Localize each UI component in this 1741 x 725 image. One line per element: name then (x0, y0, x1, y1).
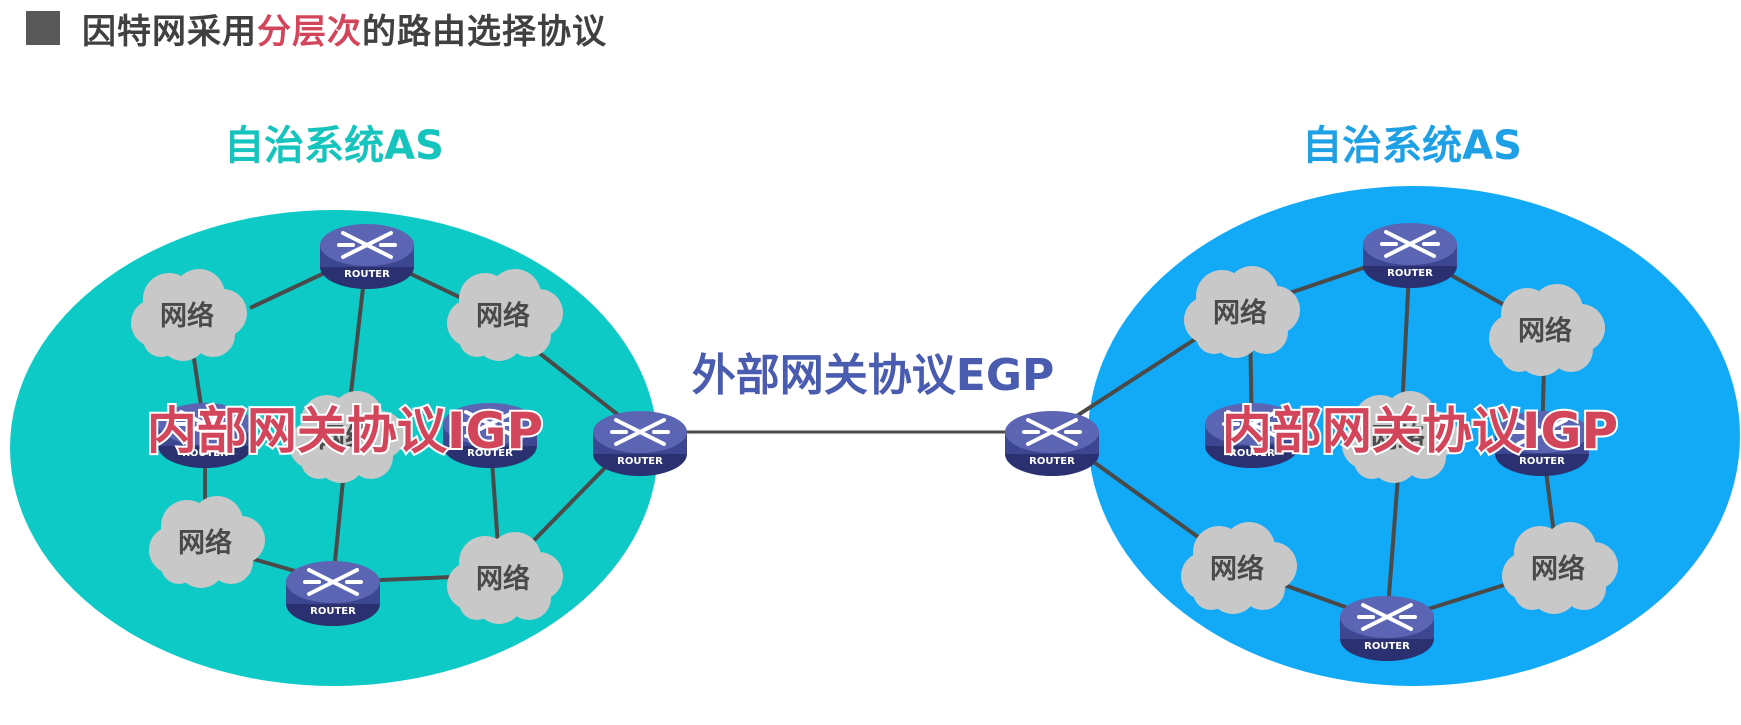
title-part2: 的路由选择协议 (362, 11, 607, 52)
router-icon: ROUTER (593, 411, 687, 476)
router-label: ROUTER (1387, 268, 1433, 279)
router-label: ROUTER (182, 448, 228, 459)
cloud-icon: 网络 (1181, 522, 1297, 614)
network-label: 网络 (318, 422, 372, 454)
network-label: 网络 (1518, 315, 1572, 347)
routers: ROUTER ROUTER ROUTER ROUTER ROUTER ROUTER ROUT… (158, 223, 1589, 661)
cloud-icon: 网络 (447, 269, 563, 361)
network-label: 网络 (1531, 553, 1585, 585)
network-label: 网络 (160, 300, 214, 332)
cloud-icon: 网络 (1489, 284, 1605, 376)
router-icon: ROUTER (286, 561, 380, 626)
network-label: 网络 (1210, 553, 1264, 585)
page-title: 因特网采用分层次的路由选择协议 (82, 4, 607, 53)
router-icon: ROUTER (1205, 403, 1299, 468)
router-icon: ROUTER (443, 403, 537, 468)
cloud-icon: 网络 (1502, 522, 1618, 614)
router-label: ROUTER (1364, 641, 1410, 652)
router-icon: ROUTER (1495, 411, 1589, 476)
network-label: 网络 (1213, 297, 1267, 329)
right-igp-label: 内部网关协议IGP (1222, 402, 1618, 460)
cloud-icon: 网络 (289, 391, 405, 483)
router-icon: ROUTER (1363, 223, 1457, 288)
router-label: ROUTER (617, 456, 663, 467)
left-igp-label: 内部网关协议IGP (147, 402, 543, 460)
router-label: ROUTER (1029, 456, 1075, 467)
network-label: 网络 (1371, 422, 1425, 454)
cloud-icon: 网络 (1342, 391, 1458, 483)
router-label: ROUTER (1519, 456, 1565, 467)
network-label: 网络 (178, 527, 232, 559)
router-icon: ROUTER (1005, 411, 1099, 476)
router-label: ROUTER (1229, 448, 1275, 459)
square-icon (26, 11, 60, 45)
network-label: 网络 (476, 563, 530, 595)
title-highlight: 分层次 (257, 11, 362, 52)
router-icon: ROUTER (1340, 596, 1434, 661)
router-label: ROUTER (310, 606, 356, 617)
cloud-icon: 网络 (1184, 266, 1300, 358)
right-as-label: 自治系统AS (1302, 123, 1522, 169)
network-label: 网络 (476, 300, 530, 332)
networks: 网络 网络 网络 网络 网络 网络 网络 网络 网络 网络 (131, 266, 1618, 624)
router-icon: ROUTER (320, 224, 414, 289)
title-part1: 因特网采用 (82, 11, 257, 52)
cloud-icon: 网络 (447, 532, 563, 624)
cloud-icon: 网络 (149, 496, 265, 588)
cloud-icon: 网络 (131, 269, 247, 361)
router-label: ROUTER (344, 269, 390, 280)
left-as-label: 自治系统AS (224, 123, 444, 169)
title-bar: 因特网采用分层次的路由选择协议 (26, 4, 607, 53)
router-icon: ROUTER (158, 403, 252, 468)
router-label: ROUTER (467, 448, 513, 459)
egp-label: 外部网关协议EGP (692, 350, 1054, 401)
